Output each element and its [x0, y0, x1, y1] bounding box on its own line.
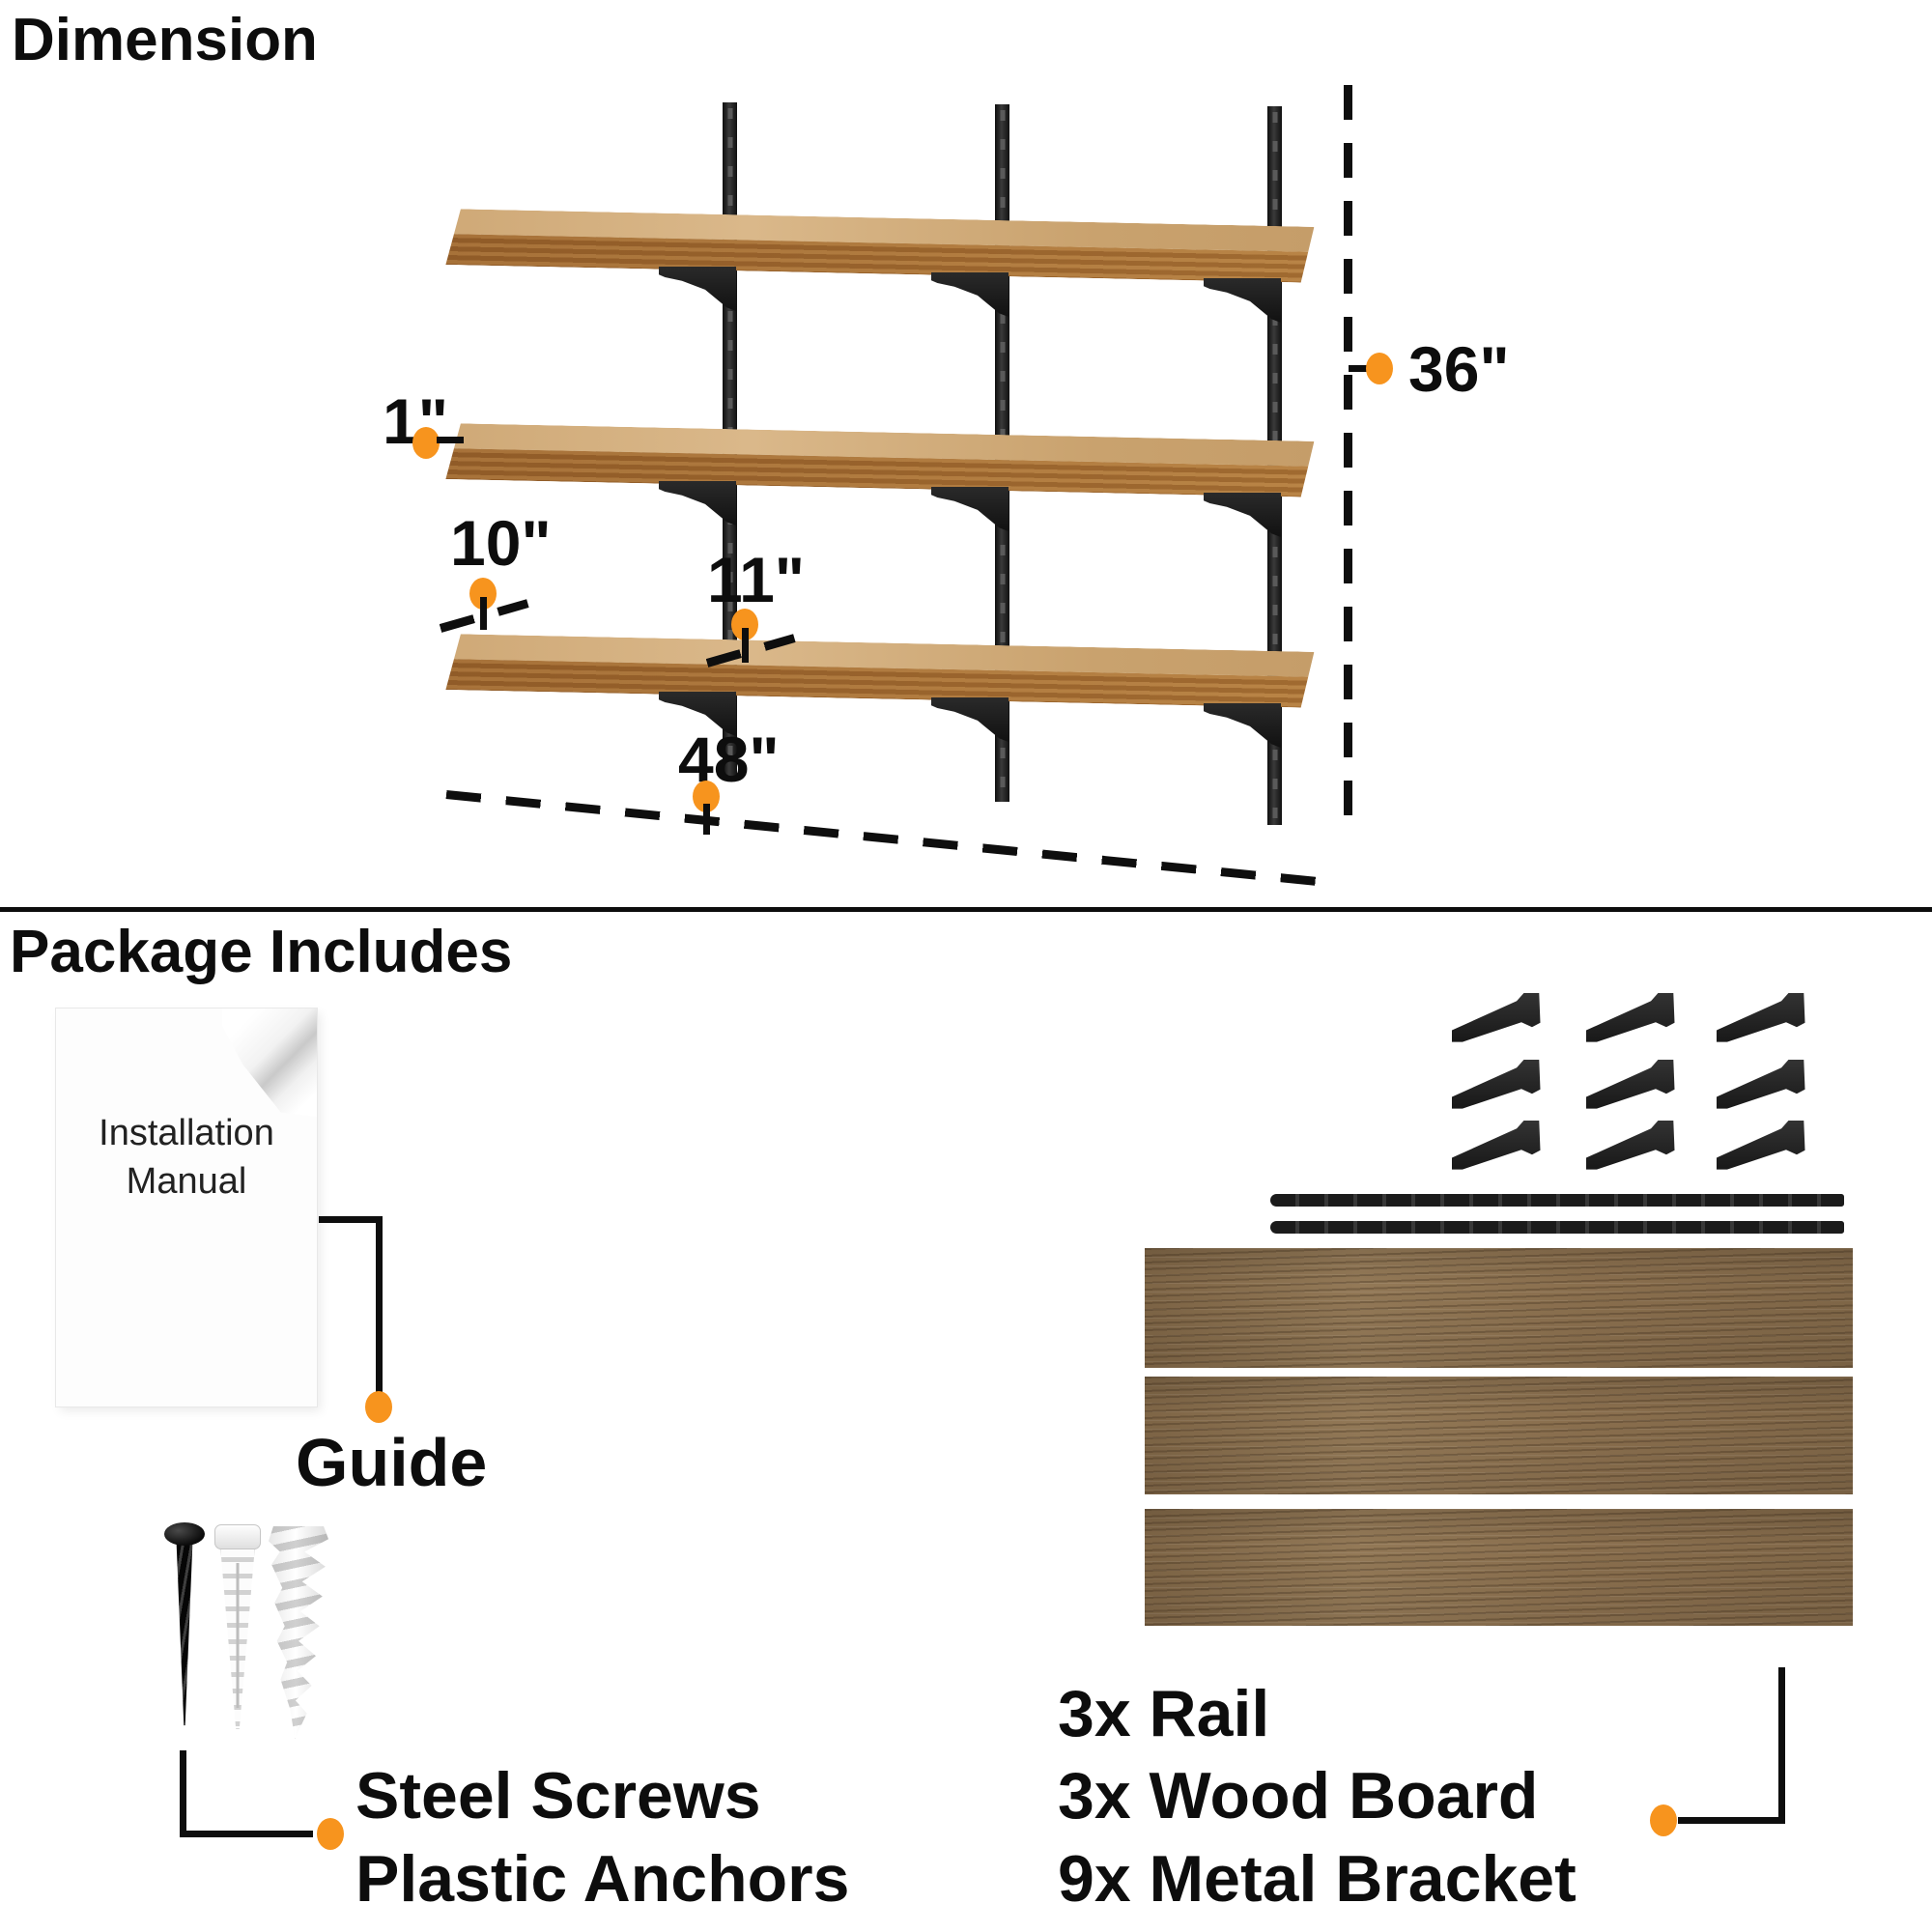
shelf-bracket: [1204, 278, 1281, 323]
package-section-title: Package Includes: [10, 919, 513, 985]
leader-line: [180, 1831, 313, 1837]
manual-text-line1: Installation: [99, 1113, 274, 1153]
guide-label: Guide: [296, 1425, 488, 1500]
shelf-bracket: [659, 267, 736, 311]
metal-bracket: [1586, 1121, 1675, 1170]
metal-bracket: [1586, 1060, 1675, 1109]
metal-bracket: [1452, 993, 1541, 1042]
leader-line: [1778, 1667, 1785, 1824]
plastic-anchor-spiral: [269, 1526, 328, 1739]
shelf-bracket: [931, 272, 1009, 317]
installation-manual: Installation Manual: [56, 1009, 317, 1406]
package-rail: [1270, 1221, 1844, 1234]
fasteners-label-line1: Steel Screws: [355, 1759, 761, 1833]
shelf-bracket: [931, 487, 1009, 531]
metal-bracket: [1717, 993, 1805, 1042]
leader-line: [742, 628, 749, 663]
shelf-bracket: [1204, 703, 1281, 748]
wood-board: [1145, 1509, 1853, 1626]
metal-bracket: [1452, 1060, 1541, 1109]
metal-bracket: [1717, 1121, 1805, 1170]
leader-line: [437, 437, 464, 443]
annotation-dot: [365, 1391, 392, 1423]
wood-shelf-bottom: [445, 634, 1314, 708]
wood-shelf-middle: [445, 423, 1314, 497]
annotation-dot: [412, 427, 440, 459]
annotation-dot: [1650, 1804, 1677, 1836]
page-curl: [222, 1009, 317, 1117]
metal-bracket: [1452, 1121, 1541, 1170]
dim-label-depth-front: 10": [450, 507, 552, 579]
steel-screw: [164, 1522, 205, 1731]
dim-label-width: 48": [678, 724, 780, 795]
anchor-cap: [214, 1524, 261, 1549]
plastic-anchor-ribbed: [214, 1524, 261, 1729]
screw-head: [164, 1522, 205, 1546]
leader-line: [1349, 365, 1372, 372]
contents-label-rail: 3x Rail: [1058, 1677, 1270, 1750]
dim-label-depth-back: 11": [707, 544, 806, 615]
wood-shelf-top: [445, 209, 1314, 283]
annotation-dot: [1366, 353, 1393, 384]
leader-line: [1678, 1817, 1785, 1824]
package-rail: [1270, 1194, 1844, 1207]
shelf-bracket: [931, 697, 1009, 742]
leader-line: [376, 1216, 383, 1394]
contents-label-bracket: 9x Metal Bracket: [1058, 1842, 1577, 1916]
dashed-height-line: [1344, 85, 1352, 829]
dim-label-height: 36": [1408, 333, 1510, 405]
leader-line: [180, 1750, 186, 1837]
dimension-section-title: Dimension: [12, 7, 318, 73]
wood-board: [1145, 1248, 1853, 1368]
section-divider: [0, 907, 1932, 912]
wood-board: [1145, 1377, 1853, 1494]
manual-text-line2: Manual: [126, 1161, 247, 1202]
dashed-width-line: [445, 790, 1321, 887]
fasteners-label-line2: Plastic Anchors: [355, 1842, 850, 1916]
annotation-dot: [317, 1818, 344, 1850]
leader-line: [319, 1216, 383, 1223]
screw-shaft: [176, 1540, 193, 1726]
contents-label-board: 3x Wood Board: [1058, 1759, 1539, 1833]
shelf-bracket: [659, 481, 736, 526]
anchor-slit: [236, 1563, 240, 1708]
metal-bracket: [1586, 993, 1675, 1042]
shelf-bracket: [1204, 493, 1281, 537]
metal-bracket: [1717, 1060, 1805, 1109]
